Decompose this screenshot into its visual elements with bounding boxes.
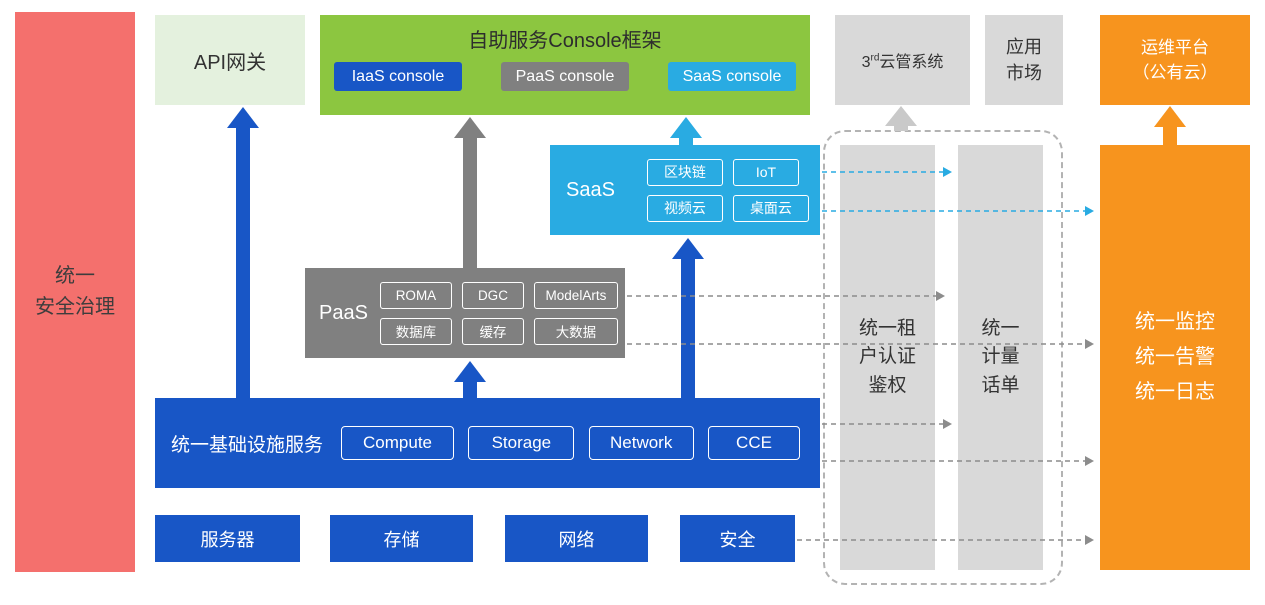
- infra-service-compute: Compute: [341, 426, 455, 460]
- up-arrow-saas-to-console: [670, 117, 702, 146]
- ops-platform-box: 运维平台 （公有云）: [1100, 15, 1250, 105]
- infrastructure-services: Compute Storage Network CCE: [341, 426, 800, 460]
- up-arrow-to-ops-platform: [1154, 106, 1186, 145]
- hardware-box-security: 安全: [680, 515, 795, 562]
- paas-console-chip: PaaS console: [501, 62, 629, 91]
- api-gateway-box: API网关: [155, 15, 305, 105]
- common-services-dashed-container: [823, 130, 1063, 585]
- infrastructure-layer-box: 统一基础设施服务 Compute Storage Network CCE: [155, 398, 820, 488]
- paas-layer-label: PaaS: [319, 301, 368, 324]
- paas-layer-box: PaaS ROMA DGC ModelArts 数据库 缓存 大数据: [305, 268, 625, 358]
- paas-service-dgc: DGC: [461, 281, 524, 309]
- infra-service-cce: CCE: [708, 426, 800, 460]
- up-arrow-infra-to-api-gateway: [227, 107, 259, 398]
- hardware-box-network: 网络: [505, 515, 648, 562]
- third-party-cms-label: 3rd云管系统: [861, 52, 944, 71]
- third-party-cloud-mgmt-box: 3rd云管系统: [835, 15, 970, 105]
- hardware-box-server: 服务器: [155, 515, 300, 562]
- saas-service-video-cloud: 视频云: [646, 194, 723, 222]
- saas-service-desktop-cloud: 桌面云: [732, 194, 809, 222]
- security-governance-bar: 统一 安全治理: [15, 12, 135, 572]
- console-chip-row: IaaS console PaaS console SaaS console: [320, 62, 810, 91]
- console-framework-title: 自助服务Console框架: [468, 30, 662, 52]
- saas-console-chip: SaaS console: [668, 62, 796, 91]
- tenant-auth-bar: 统一租 户认证 鉴权: [840, 145, 935, 570]
- paas-services-grid: ROMA DGC ModelArts 数据库 缓存 大数据: [379, 281, 618, 345]
- iaas-console-chip: IaaS console: [334, 62, 462, 91]
- paas-service-modelarts: ModelArts: [533, 281, 618, 309]
- paas-service-database: 数据库: [379, 317, 452, 345]
- infrastructure-label: 统一基础设施服务: [171, 434, 324, 456]
- metering-billing-bar: 统一 计量 话单: [958, 145, 1043, 570]
- paas-service-roma: ROMA: [379, 281, 452, 309]
- paas-service-bigdata: 大数据: [533, 317, 618, 345]
- saas-service-iot: IoT: [732, 158, 799, 186]
- app-market-box: 应用 市场: [985, 15, 1063, 105]
- up-arrow-infra-to-saas: [672, 238, 704, 398]
- infra-service-storage: Storage: [468, 426, 575, 460]
- saas-layer-box: SaaS 区块链 IoT 视频云 桌面云: [550, 145, 820, 235]
- hardware-box-storage: 存储: [330, 515, 473, 562]
- console-framework-box: 自助服务Console框架 IaaS console PaaS console …: [320, 15, 810, 115]
- paas-service-cache: 缓存: [461, 317, 524, 345]
- up-arrow-infra-to-paas: [454, 361, 486, 398]
- saas-layer-label: SaaS: [566, 178, 615, 201]
- infra-service-network: Network: [588, 426, 694, 460]
- up-arrow-to-third-party-cms: [885, 106, 917, 131]
- monitoring-alert-log-bar: 统一监控 统一告警 统一日志: [1100, 145, 1250, 570]
- saas-services-grid: 区块链 IoT 视频云 桌面云: [646, 158, 813, 222]
- saas-service-blockchain: 区块链: [646, 158, 723, 186]
- up-arrow-paas-to-console: [454, 117, 486, 268]
